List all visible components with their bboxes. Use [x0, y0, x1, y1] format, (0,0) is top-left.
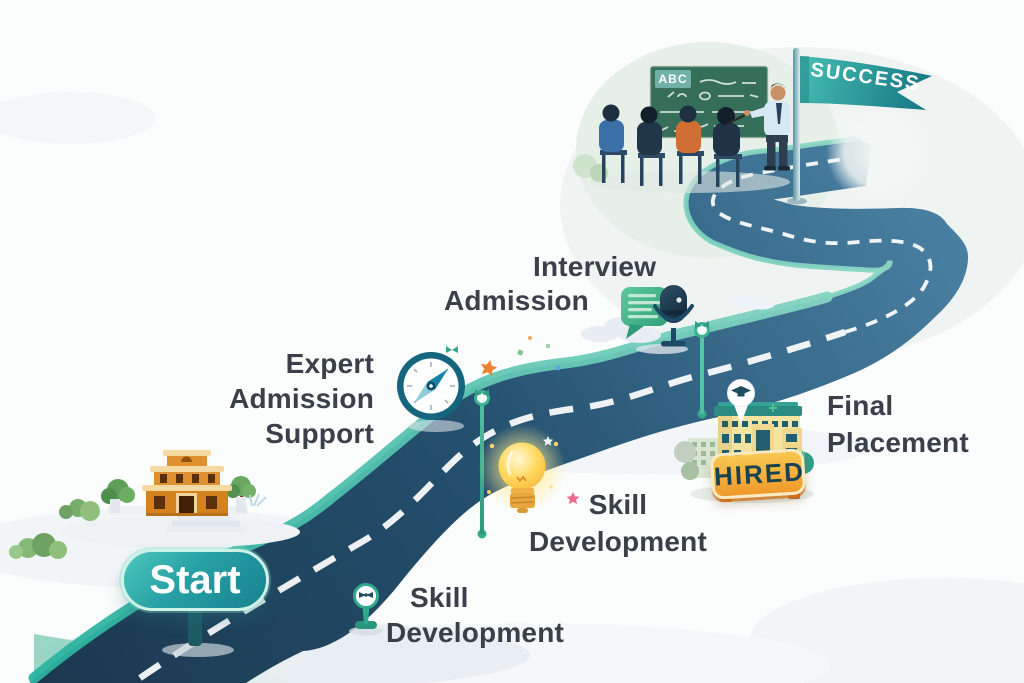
- start-sign-post: [162, 608, 234, 657]
- skill2-line-2: Development: [528, 526, 708, 557]
- road-edge-highlight-top: [683, 136, 893, 300]
- success-flag-icon: [787, 48, 932, 205]
- school-structure: [108, 450, 248, 532]
- skill2-line-1: Skill: [588, 489, 648, 520]
- milestone-label-skill-development-2: Skill Development: [515, 486, 721, 560]
- mortarboard-glyph: [731, 386, 751, 397]
- chat-lines: [628, 294, 660, 319]
- bulb-sparkles: [487, 436, 580, 505]
- milestone-label-expert-admission-support: Expert Admission Support: [150, 346, 374, 451]
- milestone-label-skill-development-1-line-2: Development: [386, 617, 565, 648]
- school-building-icon: [9, 450, 300, 559]
- students: [599, 104, 742, 187]
- start-sign-label: Start: [149, 558, 241, 602]
- lightbulb-icon: [478, 424, 580, 513]
- final-line-2: Placement: [827, 427, 969, 458]
- road-end-fade: [826, 100, 930, 204]
- road-dashes: [138, 328, 847, 681]
- location-pin-icon: [727, 379, 777, 424]
- milestone-pin-icon: [349, 583, 383, 636]
- expert-line-2: Admission: [229, 383, 374, 414]
- student: [676, 105, 704, 184]
- school-bushes: [9, 499, 100, 559]
- milestone-label-final-placement: Final Placement: [827, 387, 969, 461]
- final-line-1: Final: [827, 390, 894, 421]
- hired-sign-label: HIRED: [713, 456, 806, 492]
- confetti: [446, 336, 561, 377]
- student: [637, 106, 665, 186]
- roadside-marker-icon-2: [694, 321, 710, 419]
- compass-needle: [414, 369, 448, 403]
- milestone-label-interview: Interview: [533, 251, 657, 282]
- school-tree-left: [101, 479, 135, 514]
- road-dashes-top: [710, 156, 933, 334]
- teacher: [726, 83, 790, 171]
- student: [599, 104, 627, 183]
- school-tree-right: [226, 476, 267, 508]
- plus-sparkle: [769, 404, 777, 412]
- compass-icon: [397, 352, 465, 432]
- microphone-chat-icon: [621, 285, 694, 354]
- cloud-icon-2: [725, 292, 775, 310]
- hired-sign: HIRED: [709, 448, 807, 500]
- bow-glyph: [359, 592, 373, 598]
- milestone-label-skill-development-1-line-1: Skill: [410, 582, 469, 613]
- expert-line-3: Support: [265, 418, 374, 449]
- chalkboard-text: ABC: [655, 70, 691, 88]
- student: [713, 107, 742, 187]
- start-sign: Start: [121, 549, 269, 611]
- milestone-label-admission: Admission: [444, 285, 589, 316]
- expert-line-1: Expert: [285, 348, 374, 379]
